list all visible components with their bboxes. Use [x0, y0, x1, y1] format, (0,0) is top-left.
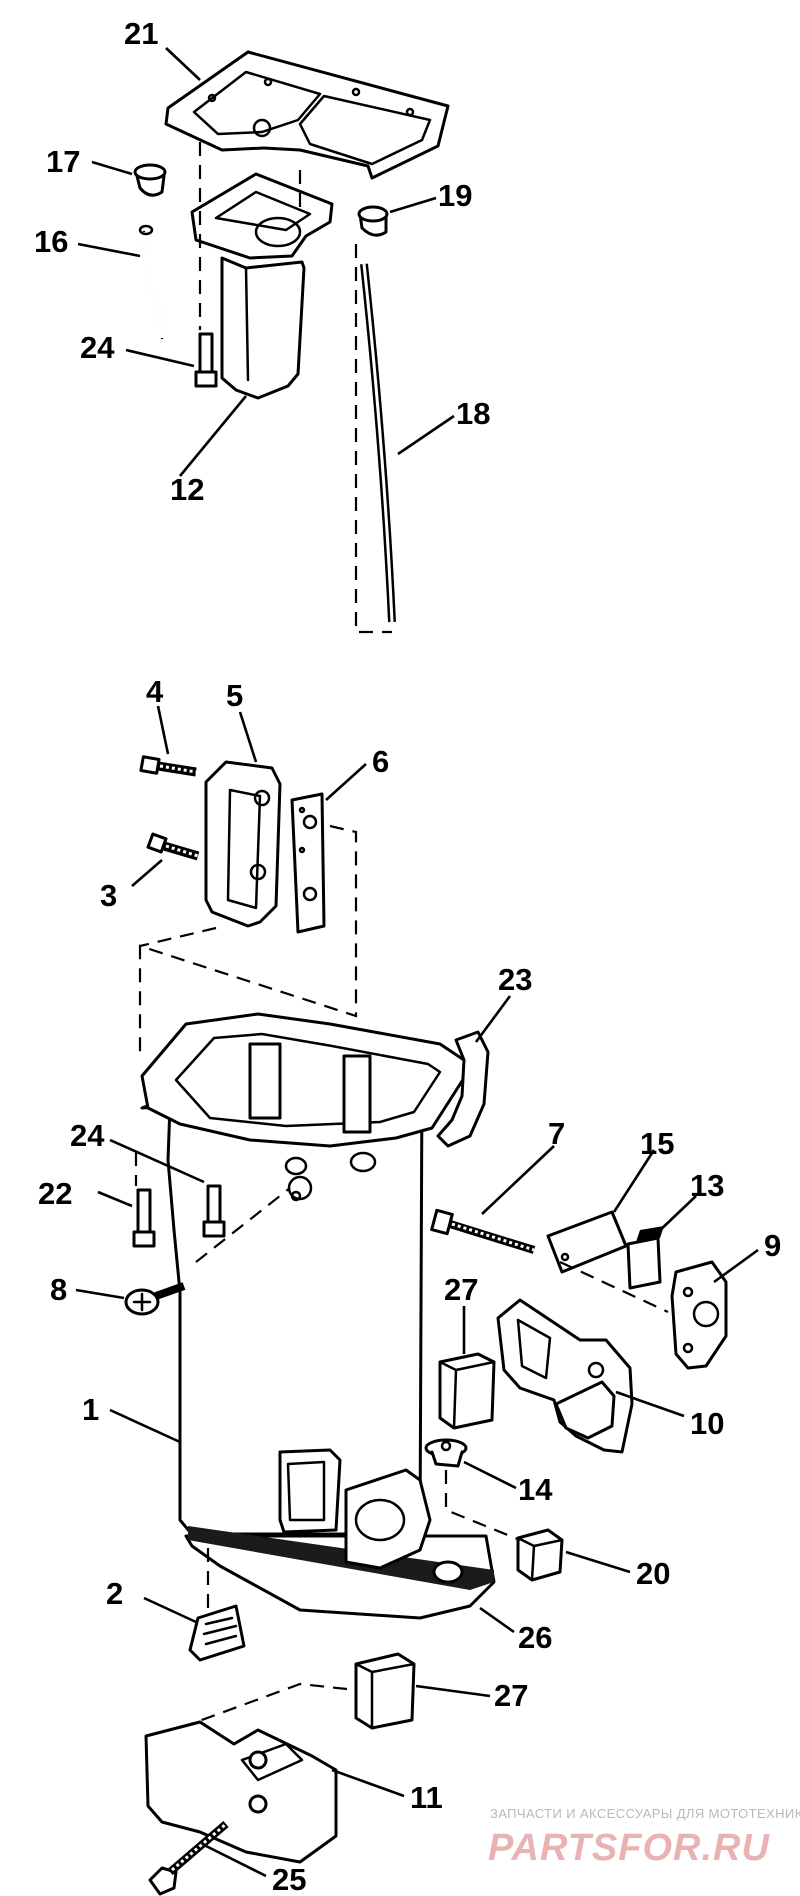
part-17-grommet	[133, 163, 167, 197]
watermark-logo: PARTSFOR.RU	[488, 1827, 770, 1869]
part-8-screw	[124, 1282, 186, 1316]
part-9-clamp	[670, 1260, 728, 1370]
watermark-tagline: ЗАПЧАСТИ И АКСЕССУАРЫ ДЛЯ МОТОТЕХНИКИ	[490, 1806, 800, 1821]
callout-24b: 24	[70, 1118, 105, 1153]
callout-14: 14	[518, 1472, 553, 1507]
callout-11: 11	[410, 1780, 443, 1815]
callout-10: 10	[690, 1406, 724, 1441]
callout-26: 26	[518, 1620, 552, 1655]
part-1-exhaust-housing	[140, 1012, 496, 1620]
callout-25: 25	[272, 1862, 306, 1896]
part-27-pad-upper	[438, 1352, 496, 1430]
callout-27b: 27	[494, 1678, 528, 1713]
part-15-plate	[546, 1210, 628, 1274]
callout-7: 7	[548, 1116, 565, 1151]
part-19-grommet	[357, 205, 389, 237]
part-2-plate	[188, 1604, 246, 1662]
callout-19: 19	[438, 178, 472, 213]
callout-17: 17	[46, 144, 80, 179]
leader-lines	[75, 47, 759, 1878]
part-21-gasket	[164, 50, 450, 180]
callout-18: 18	[456, 396, 490, 431]
callout-24: 24	[80, 330, 115, 365]
part-10-mount-bracket	[496, 1298, 634, 1454]
part-16-tube	[138, 224, 164, 340]
callout-labels: 21 17 19 16 24 18 12 4 5 6 3 23 24 7 15 …	[34, 16, 781, 1896]
part-13-pad	[626, 1226, 664, 1290]
callout-12: 12	[170, 472, 204, 507]
callout-15: 15	[640, 1126, 674, 1161]
part-7-bolt	[430, 1208, 536, 1254]
part-6-gasket-plate	[290, 792, 326, 934]
callout-23: 23	[498, 962, 532, 997]
callout-6: 6	[372, 744, 389, 779]
part-5-cover	[204, 760, 282, 928]
part-25-bolt	[148, 1820, 229, 1896]
callout-20: 20	[636, 1556, 670, 1591]
part-18-rod	[360, 263, 396, 623]
part-20-pad	[516, 1528, 564, 1582]
callout-4: 4	[146, 674, 164, 709]
callout-21: 21	[124, 16, 158, 51]
part-3-screw	[146, 832, 200, 861]
callout-27a: 27	[444, 1272, 478, 1307]
watermark: ЗАПЧАСТИ И АКСЕССУАРЫ ДЛЯ МОТОТЕХНИКИ PA…	[488, 1806, 800, 1869]
part-14-grommet	[424, 1438, 468, 1468]
callout-2: 2	[106, 1576, 123, 1611]
callout-9: 9	[764, 1228, 781, 1263]
part-27-pad-lower	[354, 1652, 416, 1730]
part-24-screw-middle	[202, 1184, 226, 1238]
callout-8: 8	[50, 1272, 67, 1307]
callout-5: 5	[226, 678, 243, 713]
part-12-adapter-bracket	[190, 172, 334, 400]
callout-22: 22	[38, 1176, 72, 1211]
callout-3: 3	[100, 878, 117, 913]
callout-13: 13	[690, 1168, 724, 1203]
part-24-screw-top	[194, 332, 218, 388]
callout-1: 1	[82, 1392, 99, 1427]
callout-16: 16	[34, 224, 68, 259]
part-4-screw	[139, 755, 197, 777]
part-23-bracket	[436, 1030, 490, 1148]
part-22-screw	[132, 1188, 156, 1248]
part-11-lower-mount	[144, 1720, 338, 1864]
